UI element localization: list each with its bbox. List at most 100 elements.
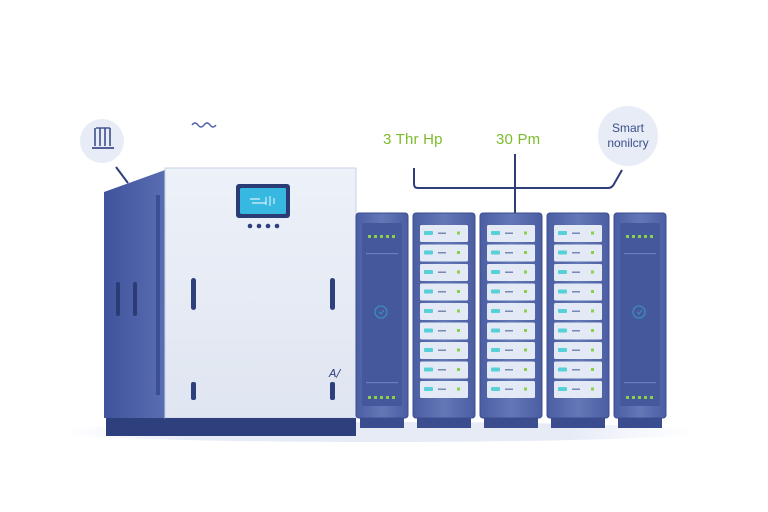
- status-led: [457, 368, 460, 371]
- status-led: [457, 387, 460, 391]
- status-led: [457, 290, 460, 293]
- unit-led: [558, 367, 567, 372]
- status-led: [591, 231, 594, 235]
- unit-led: [558, 270, 567, 274]
- status-led: [457, 231, 460, 235]
- unit-led: [424, 250, 433, 255]
- unit-led: [491, 367, 500, 372]
- status-led: [632, 396, 635, 399]
- right-metric-label: 30 Pm: [496, 131, 541, 148]
- ups-plug-icon: [80, 119, 124, 163]
- status-led: [638, 235, 641, 238]
- rack-base: [417, 418, 471, 428]
- status-led: [591, 290, 594, 293]
- unit-led: [558, 328, 567, 333]
- unit-led: [491, 289, 500, 294]
- status-led: [380, 396, 383, 399]
- cabinet-button: [247, 223, 253, 229]
- unit-led: [424, 387, 433, 391]
- status-led: [392, 235, 395, 238]
- status-led: [386, 235, 389, 238]
- status-led: [380, 235, 383, 238]
- cabinet-handle: [191, 278, 196, 310]
- smart-line-2: nonilcry: [607, 136, 649, 150]
- cabinet-button: [256, 223, 262, 229]
- status-led: [392, 396, 395, 399]
- unit-led: [558, 348, 567, 352]
- unit-led: [491, 348, 500, 352]
- status-led: [386, 396, 389, 399]
- cabinet-button: [274, 223, 280, 229]
- status-led: [591, 387, 594, 391]
- status-led: [374, 396, 377, 399]
- cabinet-button: [265, 223, 271, 229]
- status-led: [457, 329, 460, 332]
- server-rack: [546, 212, 610, 428]
- rack-base: [551, 418, 605, 428]
- wave-icon: [191, 122, 217, 128]
- status-led: [457, 348, 460, 352]
- unit-led: [424, 328, 433, 333]
- unit-led: [424, 270, 433, 274]
- status-led: [368, 396, 371, 399]
- left-metric-label: 3 Thr Hp: [383, 131, 443, 148]
- unit-led: [558, 309, 567, 313]
- rack-base: [360, 418, 404, 428]
- unit-led: [491, 328, 500, 333]
- status-led: [591, 251, 594, 254]
- status-led: [524, 251, 527, 254]
- status-led: [644, 396, 647, 399]
- ups-cabinet: [104, 167, 357, 436]
- status-led: [650, 396, 653, 399]
- unit-led: [491, 387, 500, 391]
- shield-icon: [632, 305, 646, 319]
- status-led: [524, 290, 527, 293]
- status-led: [591, 270, 594, 274]
- shield-icon: [374, 305, 388, 319]
- bracket-connector: [413, 168, 623, 189]
- status-led: [368, 235, 371, 238]
- unit-led: [424, 309, 433, 313]
- status-led: [591, 348, 594, 352]
- status-led: [524, 309, 527, 313]
- status-led: [457, 270, 460, 274]
- server-racks: [355, 212, 667, 428]
- status-led: [591, 329, 594, 332]
- cabinet-tag: A/: [329, 367, 341, 380]
- status-led: [524, 231, 527, 235]
- status-led: [457, 251, 460, 254]
- unit-led: [491, 250, 500, 255]
- status-led: [457, 309, 460, 313]
- status-led: [591, 368, 594, 371]
- status-led: [524, 329, 527, 332]
- unit-led: [491, 231, 500, 235]
- left-connector-line: [115, 166, 129, 184]
- unit-led: [424, 348, 433, 352]
- unit-led: [491, 309, 500, 313]
- status-led: [638, 396, 641, 399]
- cabinet-handle: [330, 278, 335, 310]
- status-led: [524, 387, 527, 391]
- server-rack: [613, 212, 667, 428]
- unit-led: [558, 387, 567, 391]
- server-rack: [355, 212, 409, 428]
- smart-monitoring-label: Smart nonilcry: [598, 121, 658, 151]
- unit-led: [558, 250, 567, 255]
- status-led: [644, 235, 647, 238]
- server-rack: [412, 212, 476, 428]
- status-led: [524, 368, 527, 371]
- unit-led: [558, 231, 567, 235]
- unit-led: [558, 289, 567, 294]
- status-led: [632, 235, 635, 238]
- unit-led: [424, 289, 433, 294]
- rack-base: [484, 418, 538, 428]
- status-led: [591, 309, 594, 313]
- status-led: [650, 235, 653, 238]
- unit-led: [491, 270, 500, 274]
- smart-bubble: [598, 106, 658, 166]
- status-led: [626, 396, 629, 399]
- server-rack: [479, 212, 543, 428]
- unit-led: [424, 367, 433, 372]
- status-led: [524, 270, 527, 274]
